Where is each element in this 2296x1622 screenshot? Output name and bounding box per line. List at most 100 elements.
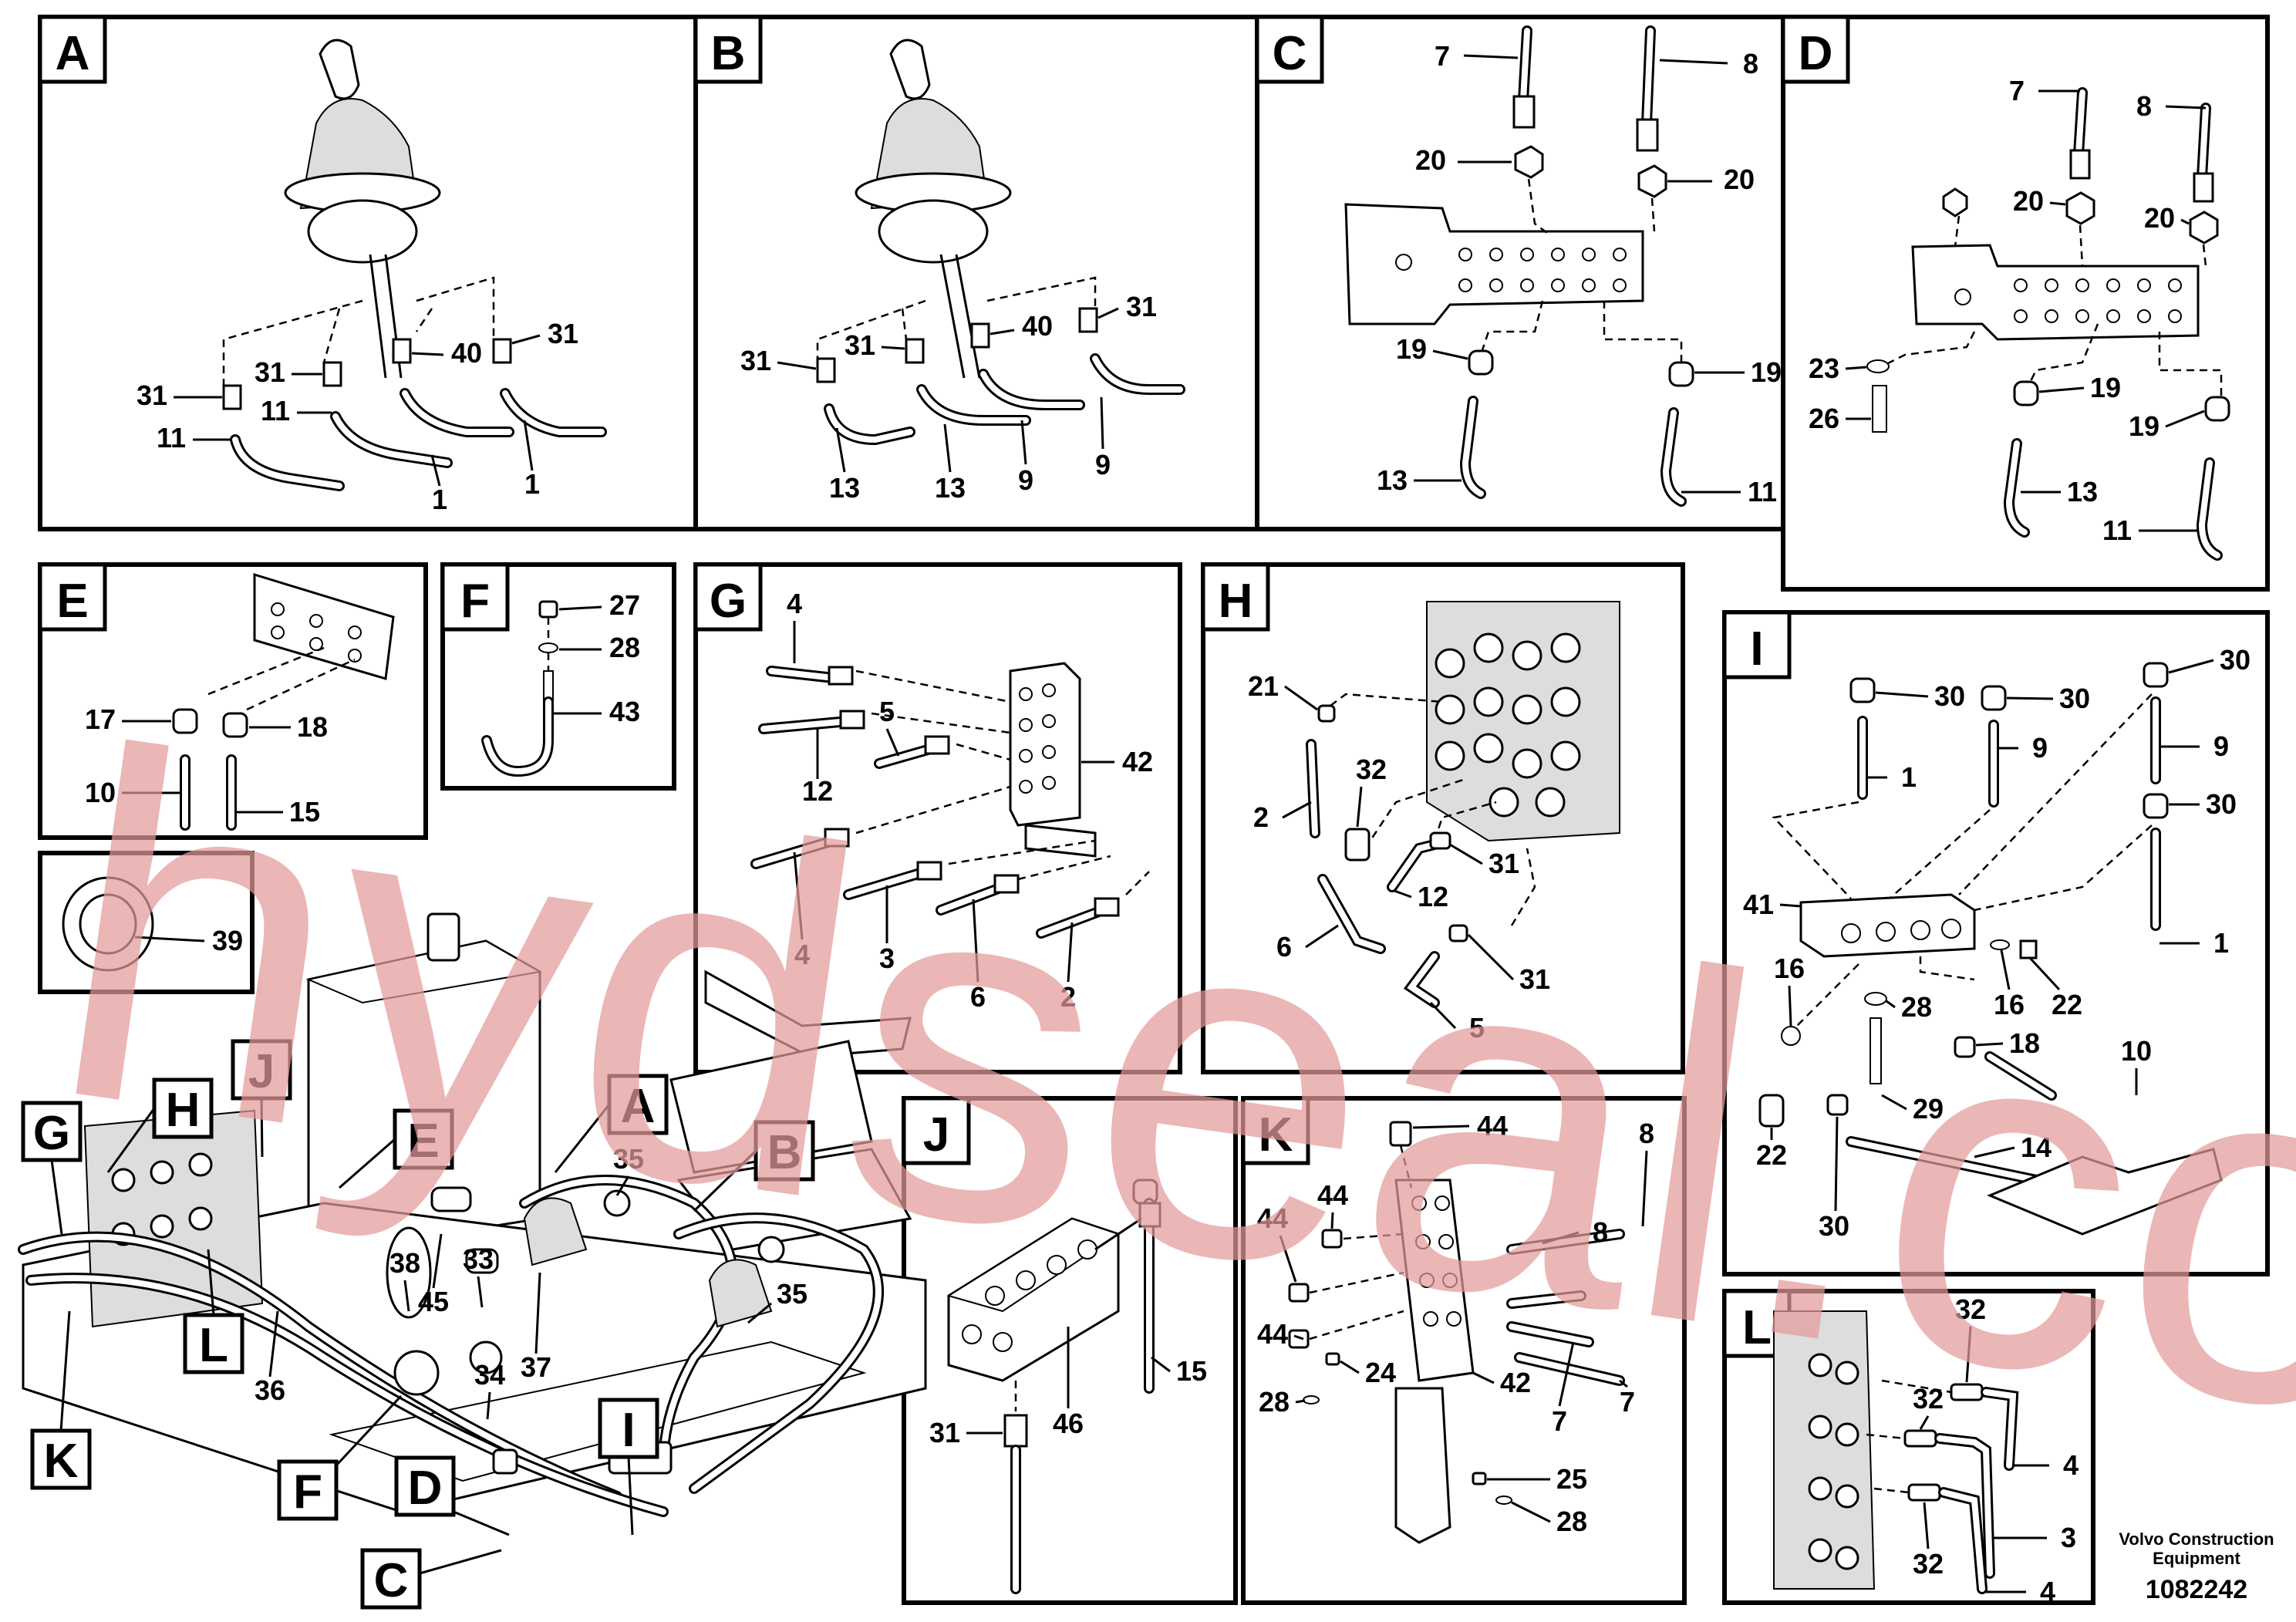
callout: 28 [1901, 991, 1932, 1023]
panel-d: D 7 8 20 [1781, 15, 2270, 592]
callout: 36 [255, 1374, 285, 1406]
callout: 45 [418, 1286, 449, 1317]
callout: 31 [929, 1417, 960, 1448]
callout: 6 [970, 981, 986, 1013]
svg-text:B: B [767, 1126, 802, 1179]
callout: 22 [2052, 989, 2082, 1020]
clamp-assembly [481, 600, 558, 777]
svg-text:L: L [199, 1319, 228, 1372]
callout: 32 [1955, 1293, 1986, 1325]
callout: 10 [85, 777, 116, 808]
callout: 33 [463, 1243, 494, 1275]
callout: 20 [1724, 164, 1755, 195]
callout: 39 [212, 925, 243, 956]
machine-overview: G H J E A B L [18, 912, 927, 1610]
callout: 4 [2063, 1449, 2079, 1481]
callout: 22 [1756, 1139, 1787, 1171]
callout: 11 [2102, 514, 2132, 546]
bracket-plate [1911, 244, 2200, 341]
callout: 16 [1774, 953, 1805, 984]
flange-plate [253, 572, 395, 680]
callout: 20 [2144, 202, 2175, 234]
panel-i: I 30 30 30 1 [1722, 610, 2270, 1276]
panel-j-letter: J [923, 1108, 949, 1162]
callout: 25 [1556, 1463, 1587, 1495]
overview-letter-l: L [183, 1249, 244, 1374]
callout: 30 [1934, 680, 1965, 712]
callout: 43 [609, 696, 640, 727]
callout: 2 [1060, 981, 1076, 1013]
callout: 42 [1500, 1367, 1531, 1398]
callout: 19 [2129, 410, 2159, 442]
callout: 3 [2061, 1522, 2076, 1553]
callout: 9 [2213, 730, 2229, 762]
panel-e-letter: E [56, 575, 88, 628]
callout: 28 [1556, 1506, 1587, 1537]
callout: 31 [548, 318, 578, 349]
callout: 34 [474, 1359, 505, 1391]
overview-letter-f: F [277, 1394, 403, 1521]
callout: 5 [1469, 1012, 1485, 1044]
callout: 44 [1477, 1110, 1508, 1141]
panel-a: A 31 31 [38, 15, 698, 531]
grommet-icon [62, 876, 154, 972]
panel-g-letter: G [710, 575, 747, 628]
callout: 20 [2013, 185, 2044, 217]
callout: 11 [1748, 476, 1777, 508]
callout: 16 [1994, 989, 2025, 1020]
document-number: 1082242 [2146, 1575, 2247, 1604]
overview-letter-b: B [693, 1120, 815, 1212]
callout: 27 [609, 589, 640, 621]
panel-a-letter: A [56, 27, 90, 80]
callout: 1 [1901, 761, 1917, 793]
callout: 8 [2136, 90, 2152, 122]
callout: 32 [1356, 754, 1387, 785]
callout: 2 [1253, 801, 1269, 833]
callout: 12 [802, 775, 833, 807]
control-valve-icon [1773, 1310, 1876, 1590]
callout: 15 [289, 796, 320, 828]
callout: 18 [297, 711, 328, 743]
callout: 46 [1053, 1408, 1084, 1439]
manifold-block [1394, 1179, 1475, 1544]
svg-text:J: J [248, 1045, 275, 1098]
callout: 19 [1751, 356, 1782, 388]
panel-l-letter: L [1742, 1301, 1772, 1354]
callout: 31 [1126, 291, 1157, 322]
callout: 26 [1809, 403, 1839, 434]
callout: 35 [777, 1278, 807, 1310]
callout: 30 [2206, 788, 2237, 820]
manifold-block [946, 1217, 1121, 1382]
panel-i-letter: I [1750, 622, 1763, 676]
callout: 44 [1317, 1179, 1348, 1211]
panel-f-letter: F [460, 575, 490, 628]
callout: 7 [1435, 40, 1450, 72]
company-name-line2: Equipment [2153, 1549, 2240, 1568]
callout: 44 [1257, 1202, 1288, 1234]
panel-d-letter: D [1799, 27, 1833, 80]
callout: 1 [524, 468, 540, 500]
panel-h: H 21 32 2 31 12 6 [1201, 562, 1685, 1074]
callout: 40 [451, 337, 482, 369]
svg-text:A: A [621, 1080, 656, 1133]
callout: 32 [1913, 1548, 1944, 1580]
manifold-block [1009, 662, 1097, 858]
callout: 10 [2121, 1035, 2152, 1067]
panel-h-letter: H [1219, 575, 1253, 628]
overview-letter-e: E [339, 1108, 454, 1189]
callout: 11 [157, 422, 186, 454]
panel-c-letter: C [1273, 27, 1307, 80]
callout: 12 [1418, 881, 1448, 912]
callout: 19 [1396, 333, 1427, 365]
svg-text:C: C [374, 1554, 409, 1607]
panel-e: E 17 18 10 15 [38, 562, 428, 840]
callout: 31 [1489, 848, 1519, 879]
callout: 18 [2009, 1027, 2040, 1059]
panel-k-letter: K [1259, 1108, 1293, 1162]
svg-text:D: D [408, 1462, 443, 1515]
callout: 8 [1593, 1216, 1608, 1248]
overview-letter-h: H [106, 1077, 214, 1173]
overview-letter-g: G [21, 1101, 83, 1235]
callout: 7 [2009, 75, 2025, 106]
callout: 42 [1122, 746, 1153, 777]
